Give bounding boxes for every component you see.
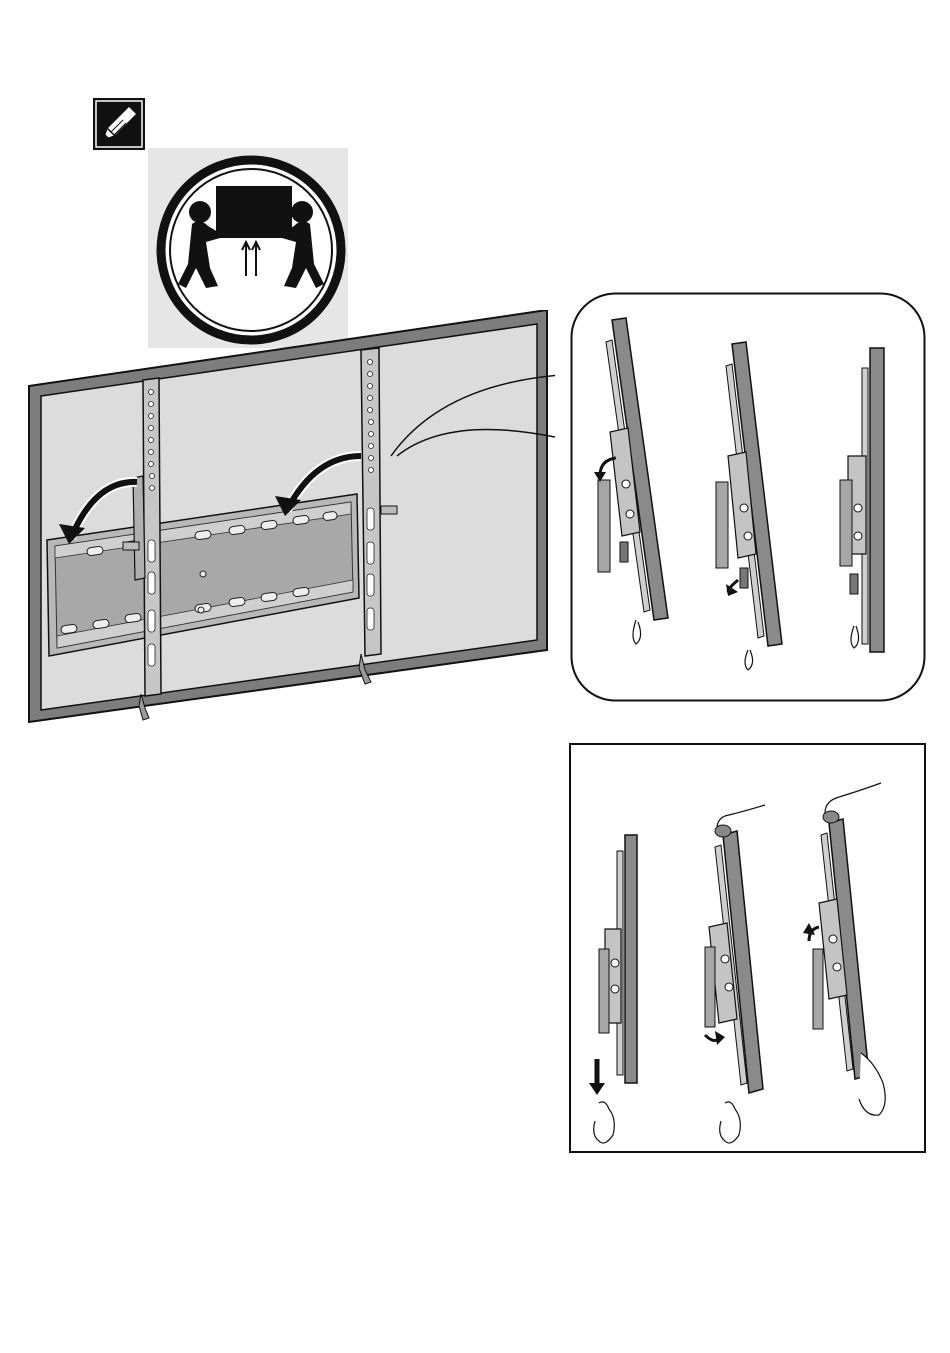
tv-mounting-bracket-illustration bbox=[25, 310, 555, 730]
pencil-note-icon bbox=[93, 98, 145, 150]
bracket-release-detail-illustration bbox=[569, 743, 926, 1153]
bracket-latch-detail-illustration bbox=[570, 292, 926, 702]
